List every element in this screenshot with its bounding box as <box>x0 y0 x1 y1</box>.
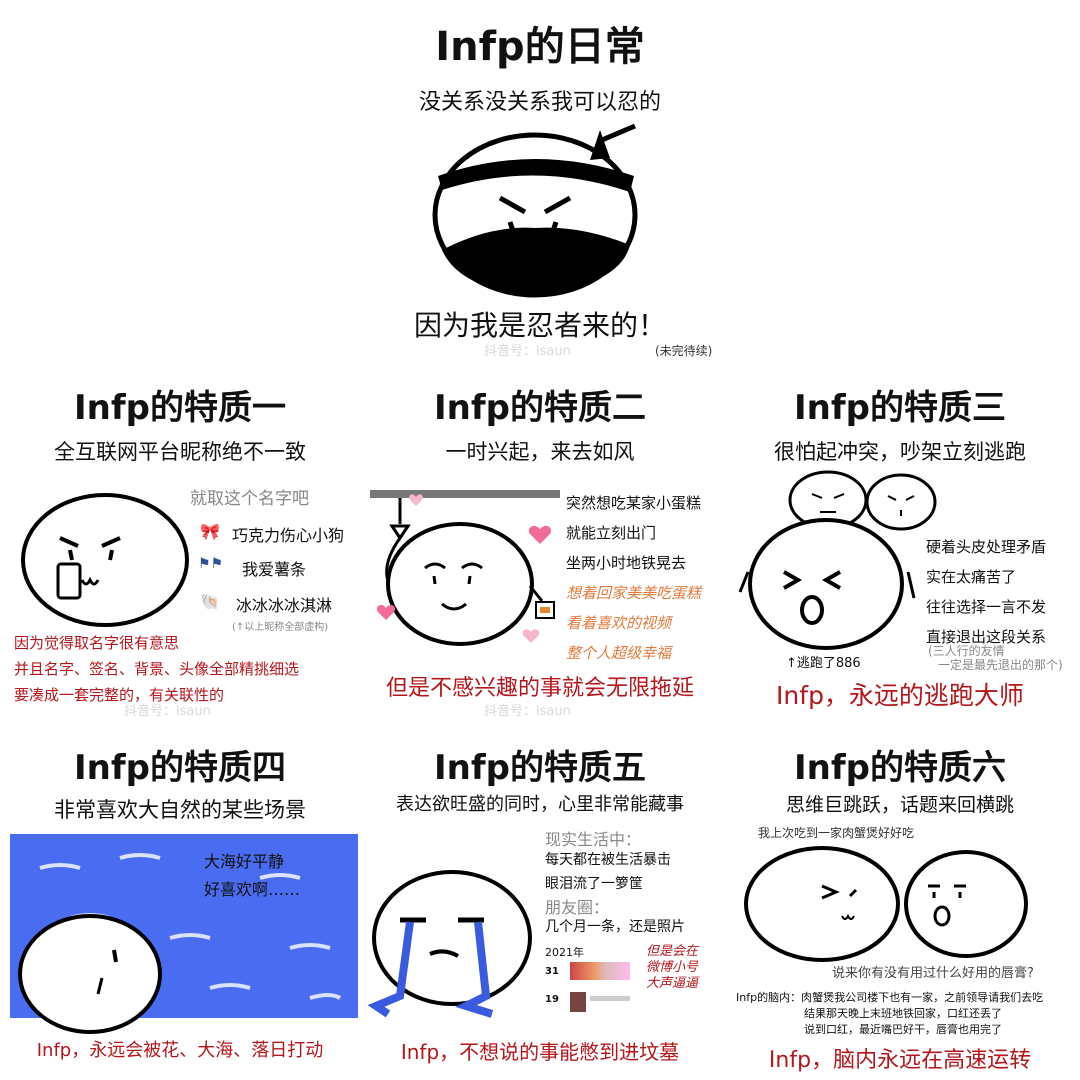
panel-2-footer: 但是不感兴趣的事就会无限拖延 <box>385 676 694 701</box>
panel-2-orange-line: 看着喜欢的视频 <box>566 614 672 632</box>
panel-5-real-line: 每天都在被生活暴击 <box>545 852 671 868</box>
panel-5-year: 2021年 <box>545 946 584 959</box>
panel-6-brain-line: 结果那天晚上末班地铁回家，口红还丢了 <box>804 1007 1002 1020</box>
panel-6-subtitle: 思维巨跳跃，话题来回横跳 <box>785 794 1014 816</box>
panel-1-footer: 因为觉得取名字很有意思 并且名字、签名、背景、头像全部精挑细选 要凑成一套完整的… <box>14 630 299 708</box>
panel-5-red-line: 大声逼逼 <box>646 976 699 991</box>
feed-text-placeholder <box>590 996 630 1001</box>
panel-3-title: Infp的特质三 <box>794 388 1006 428</box>
panel-6-title: Infp的特质六 <box>794 748 1006 788</box>
panel-5-red-line: 微博小号 <box>646 960 699 975</box>
panel-6-brain: Infp的脑内：肉蟹煲我公司楼下也有一家，之前领导请我们去吃 结果那天晚上末班地… <box>736 990 1043 1038</box>
ribbon-icon: 🎀 <box>200 522 220 541</box>
heart-icon <box>528 525 552 544</box>
panel-5-real-label: 现实生活中： <box>545 830 642 849</box>
panel-3-escape-label: ↑逃跑了886 <box>786 656 861 671</box>
to-be-continued-note: (未完待续) <box>655 344 713 358</box>
panel-3-line: 硬着头皮处理矛盾 <box>926 538 1047 556</box>
panel-6-brain-line: 说到口红，最近嘴巴好干，唇膏也用完了 <box>804 1023 1002 1036</box>
panel-4-sea-line: 大海好平静 <box>204 852 285 871</box>
watermark: 抖音号：lsaun <box>484 344 571 359</box>
panel-6-brain-label: Infp的脑内： <box>736 991 802 1004</box>
panel-5-title: Infp的特质五 <box>434 748 646 788</box>
feed-thumbnail <box>570 992 586 1012</box>
flags-icon: ⚑⚑ <box>198 556 224 572</box>
panel-1-title: Infp的特质一 <box>74 388 286 428</box>
panel-3-gray-line: 一定是最先退出的那个) <box>938 658 1063 672</box>
heart-icon <box>522 629 540 643</box>
panel-1-footer-line: 因为觉得取名字很有意思 <box>14 634 180 652</box>
fleeing-face-illustration <box>738 470 937 650</box>
panel-6-brain-line: 肉蟹煲我公司楼下也有一家，之前领导请我们去吃 <box>801 991 1044 1004</box>
panel-1-subtitle: 全互联网平台昵称绝不一致 <box>54 440 306 464</box>
panel-5-subtitle: 表达欲旺盛的同时，心里非常能藏事 <box>396 794 684 815</box>
panel-6-speech-top: 我上次吃到一家肉蟹煲好好吃 <box>758 826 915 840</box>
panel-3-lines: 硬着头皮处理矛盾 实在太痛苦了 往往选择一言不发 直接退出这段关系 <box>926 532 1046 652</box>
page-title: Infp的日常 <box>435 24 645 70</box>
panel-2-line: 坐两小时地铁晃去 <box>566 554 687 572</box>
panel-3-subtitle: 很怕起冲突，吵架立刻逃跑 <box>774 440 1026 464</box>
panel-1-footer-line: 要凑成一套完整的，有关联性的 <box>14 686 225 704</box>
panel-4-title: Infp的特质四 <box>74 748 286 788</box>
panel-1-name-3: 冰冰冰冰淇淋 <box>236 596 333 615</box>
panel-2-subtitle: 一时兴起，来去如风 <box>445 440 635 464</box>
panel-3-line: 实在太痛苦了 <box>926 568 1017 586</box>
jumping-thought-faces-illustration <box>744 846 1028 962</box>
feed-day: 19 <box>545 994 559 1005</box>
thinking-face-illustration <box>21 493 189 627</box>
panel-5-red-lines: 但是会在 微博小号 大声逼逼 <box>646 944 698 992</box>
panel-2-orange-line: 想着回家美美吃蛋糕 <box>566 584 702 602</box>
panel-3-footer: Infp，永远的逃跑大师 <box>776 681 1024 710</box>
watermark: 抖音号：lsaun <box>484 704 571 719</box>
panel-6-speech-bottom: 说来你有没有用过什么好用的唇膏? <box>832 966 1034 981</box>
panel-2-line: 就能立刻出门 <box>566 524 657 542</box>
panel-5-moments-label: 朋友圈： <box>545 898 610 917</box>
shell-icon: 🐚 <box>200 592 220 611</box>
header-subtitle: 没关系没关系我可以忍的 <box>418 90 661 115</box>
panel-1-side-header: 就取这个名字吧 <box>190 489 309 509</box>
panel-1-name-2: 我爱薯条 <box>242 560 307 579</box>
panel-1-footer-line: 并且名字、签名、背景、头像全部精挑细选 <box>14 660 300 678</box>
panel-3-gray-line: (三人行的友情 <box>928 644 1005 658</box>
panel-2-title: Infp的特质二 <box>434 388 646 428</box>
panel-6-footer: Infp，脑内永远在高速运转 <box>768 1048 1032 1073</box>
panel-5-footer: Infp，不想说的事能憋到进坟墓 <box>400 1040 680 1064</box>
panel-5-moments-line: 几个月一条，还是照片 <box>545 919 685 935</box>
panel-2-orange-line: 整个人超级幸福 <box>566 644 672 662</box>
header-caption: 因为我是忍者来的！ <box>413 309 666 342</box>
panel-2-line: 突然想吃某家小蛋糕 <box>566 494 702 512</box>
panel-3-line: 往往选择一言不发 <box>926 598 1047 616</box>
panel-4-subtitle: 非常喜欢大自然的某些场景 <box>54 798 306 822</box>
panel-3-gray-note: (三人行的友情 一定是最先退出的那个) <box>928 644 1063 672</box>
panel-2-lines: 突然想吃某家小蛋糕 就能立刻出门 坐两小时地铁晃去 想着回家美美吃蛋糕 看着喜欢… <box>566 488 701 668</box>
ninja-face-illustration <box>432 123 638 298</box>
panel-4-sea-line: 好喜欢啊…… <box>204 880 301 899</box>
panel-5-real-line: 眼泪流了一箩筐 <box>545 876 643 892</box>
panel-4-sea-text: 大海好平静 好喜欢啊…… <box>204 848 300 904</box>
sea-scene-illustration <box>10 834 358 1034</box>
feed-day: 31 <box>545 966 559 977</box>
watermark: 抖音号：lsaun <box>124 704 211 719</box>
panel-1-name-note: (↑以上昵称全部虚构) <box>232 622 329 633</box>
crying-face-illustration <box>367 870 532 1018</box>
panel-4-footer: Infp，永远会被花、大海、落日打动 <box>36 1040 324 1061</box>
panel-1-name-1: 巧克力伤心小狗 <box>232 526 345 545</box>
panel-3-line: 直接退出这段关系 <box>926 628 1047 646</box>
panel-5-real-lines: 每天都在被生活暴击 眼泪流了一箩筐 <box>545 848 671 896</box>
feed-thumbnail <box>570 962 630 980</box>
subway-face-illustration <box>370 490 560 646</box>
panel-5-red-line: 但是会在 <box>646 944 699 959</box>
